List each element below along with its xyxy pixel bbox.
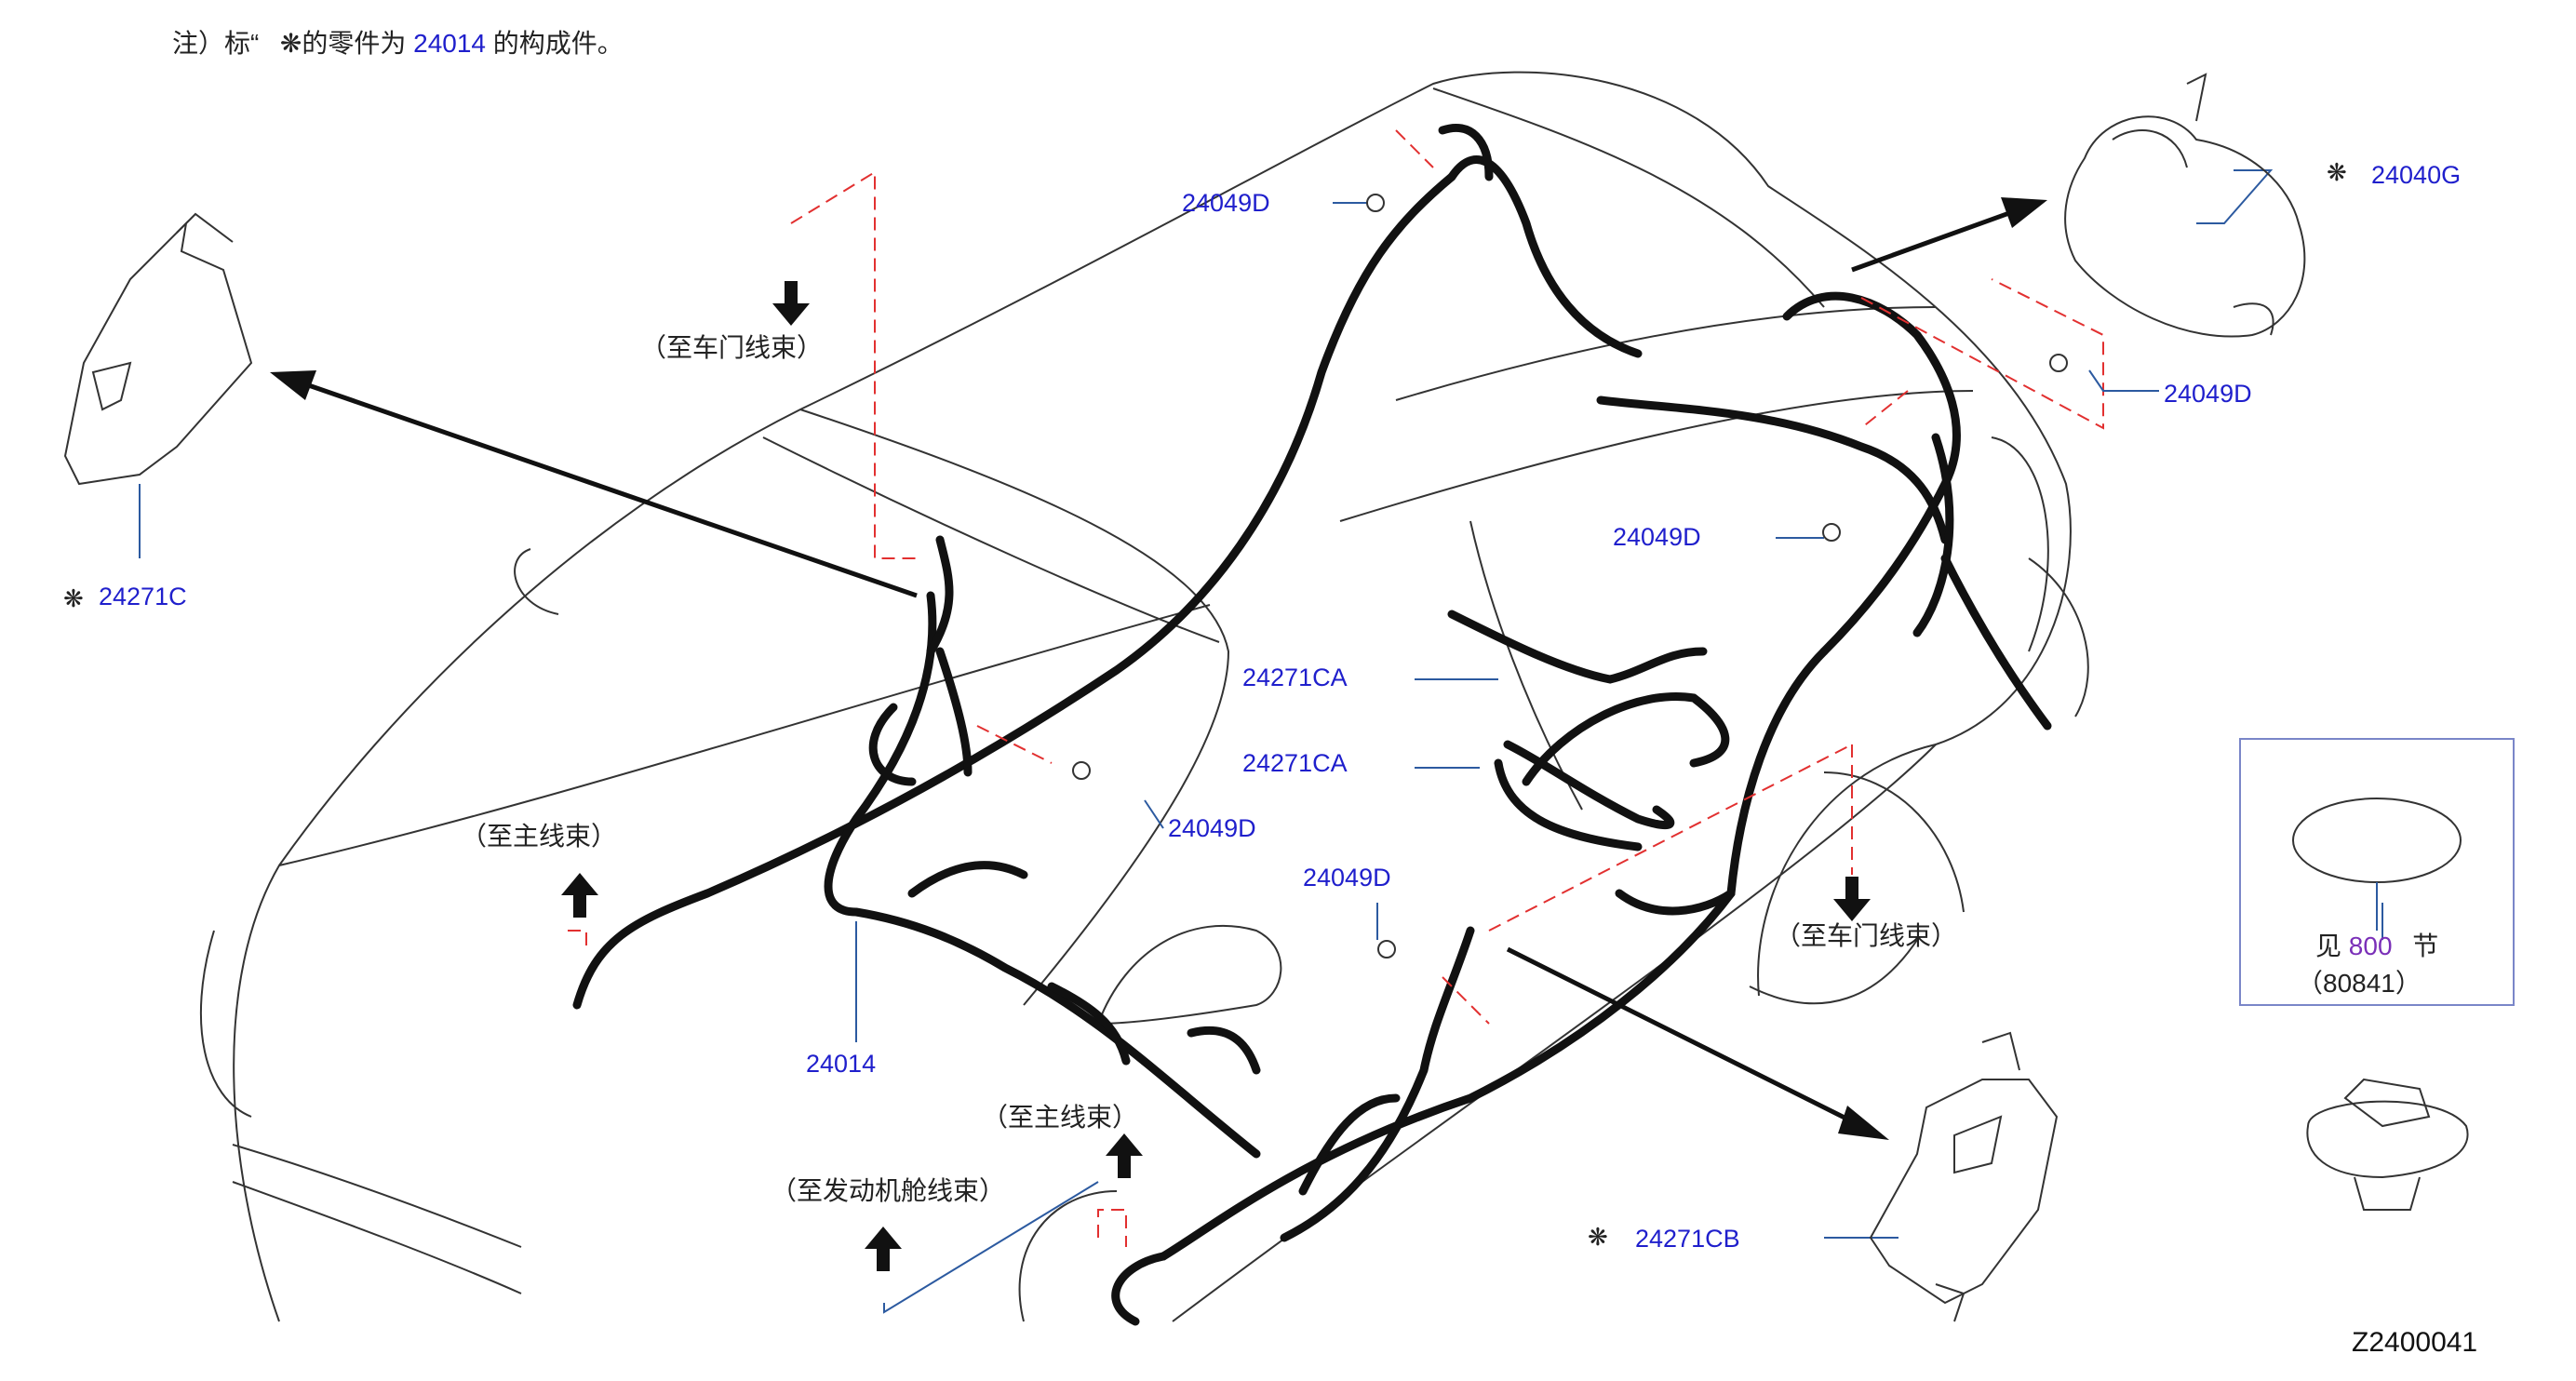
callout-to-door-harness-right: （至车门线束） (1775, 921, 1958, 950)
component-24271c-grommet (63, 212, 253, 486)
part-24271cb[interactable]: 24271CB (1635, 1225, 1740, 1253)
part-24049d-left[interactable]: 24049D (1168, 814, 1256, 842)
refbox-oval (2292, 798, 2462, 931)
see-section-text: 见 800 节 (2315, 932, 2439, 960)
note-part-number[interactable]: 24014 (413, 29, 486, 58)
wire-harness (572, 124, 2052, 1326)
section-link[interactable]: 800 (2348, 932, 2393, 960)
callout-up-down-arrows (561, 281, 1871, 1271)
bolt-icons (1072, 194, 2068, 959)
callout-to-main-harness-left: （至主线束） (461, 822, 618, 851)
dashed-connectors (568, 129, 2104, 1247)
part-24271ca-lower[interactable]: 24271CA (1242, 749, 1348, 777)
part-24049d-right[interactable]: 24049D (2164, 380, 2252, 408)
part-code-80841: （80841） (2297, 969, 2422, 998)
reference-box: 见 800 节 （80841） (2239, 738, 2515, 1006)
component-clip-80841 (2306, 1078, 2469, 1211)
leader-lines (139, 169, 2383, 1314)
star-icon: ❋ (2327, 158, 2347, 186)
callout-to-door-harness-left: （至车门线束） (640, 333, 824, 362)
part-24271ca-upper[interactable]: 24271CA (1242, 664, 1348, 691)
part-24014[interactable]: 24014 (806, 1050, 877, 1078)
callout-to-main-harness-bottom: （至主线束） (982, 1103, 1139, 1132)
component-24271cb-grommet (1869, 1031, 2059, 1322)
star-icon: ❋ (279, 29, 302, 58)
note-text: 注）标“❋的零件为 24014 的构成件。 (172, 29, 624, 58)
part-24040g[interactable]: 24040G (2371, 161, 2462, 189)
star-icon: ❋ (63, 584, 84, 612)
car-body-outline (199, 71, 2089, 1322)
diagram-id: Z2400041 (2352, 1327, 2478, 1358)
component-24040g-grommet (2064, 73, 2306, 338)
part-24049d-top[interactable]: 24049D (1182, 189, 1270, 217)
part-24049d-center[interactable]: 24049D (1303, 864, 1391, 892)
part-24271c[interactable]: 24271C (99, 583, 187, 610)
part-24049d-mid[interactable]: 24049D (1613, 523, 1701, 551)
arrows (270, 197, 2047, 1140)
callout-to-engine-harness: （至发动机舱线束） (771, 1176, 1006, 1205)
star-icon: ❋ (1588, 1223, 1608, 1251)
